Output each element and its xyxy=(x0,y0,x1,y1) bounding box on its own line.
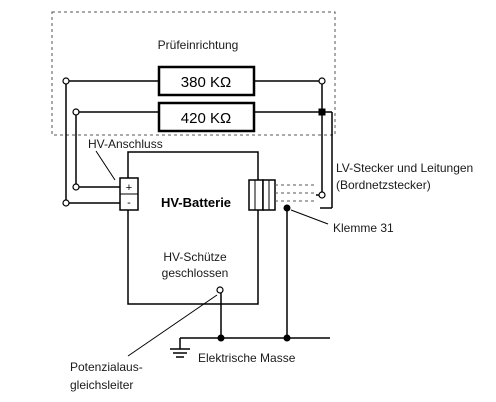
hv-connector-label: HV-Anschluss xyxy=(88,137,163,151)
test-device-label: Prüfeinrichtung xyxy=(158,38,239,52)
terminal-31-node xyxy=(283,204,291,212)
contactors-label-line2: geschlossen xyxy=(162,266,229,280)
node-left-minus xyxy=(62,199,70,207)
bonding-label-line1: Potenzialaus- xyxy=(70,360,143,374)
test-device-boundary xyxy=(51,11,336,136)
ground-label: Elektrische Masse xyxy=(198,351,296,365)
node-lower-right xyxy=(318,108,326,116)
ground-node-left xyxy=(217,334,225,342)
ground-icon xyxy=(170,338,190,358)
node-left-plus xyxy=(72,183,80,191)
hv-connector-leader xyxy=(95,150,116,181)
plus-sign: + xyxy=(126,182,132,194)
minus-sign: - xyxy=(127,197,131,209)
ground-node-right xyxy=(283,334,291,342)
node-lower-left xyxy=(72,108,80,116)
contactors-label-line1: HV-Schütze xyxy=(163,250,227,264)
terminal-31-leader xyxy=(290,209,329,225)
resistor-380k-label: 380 KΩ xyxy=(181,74,231,91)
node-right-probe xyxy=(318,191,326,199)
resistor-420k-label: 420 KΩ xyxy=(181,110,231,127)
node-upper-left xyxy=(62,77,70,85)
bonding-label-line2: gleichsleiter xyxy=(70,378,133,392)
lv-connector-label-line1: LV-Stecker und Leitungen xyxy=(336,161,473,175)
hv-battery-label: HV-Batterie xyxy=(161,195,231,210)
lv-connector-label-line2: (Bordnetzstecker) xyxy=(336,178,431,192)
hv-battery-box xyxy=(127,151,259,305)
bonding-leader xyxy=(127,294,218,357)
node-upper-right xyxy=(318,77,326,85)
resistor-420k xyxy=(157,101,256,133)
bonding-contact xyxy=(216,286,224,294)
lv-connector-body xyxy=(248,179,264,211)
terminal-31-label: Klemme 31 xyxy=(333,221,394,235)
